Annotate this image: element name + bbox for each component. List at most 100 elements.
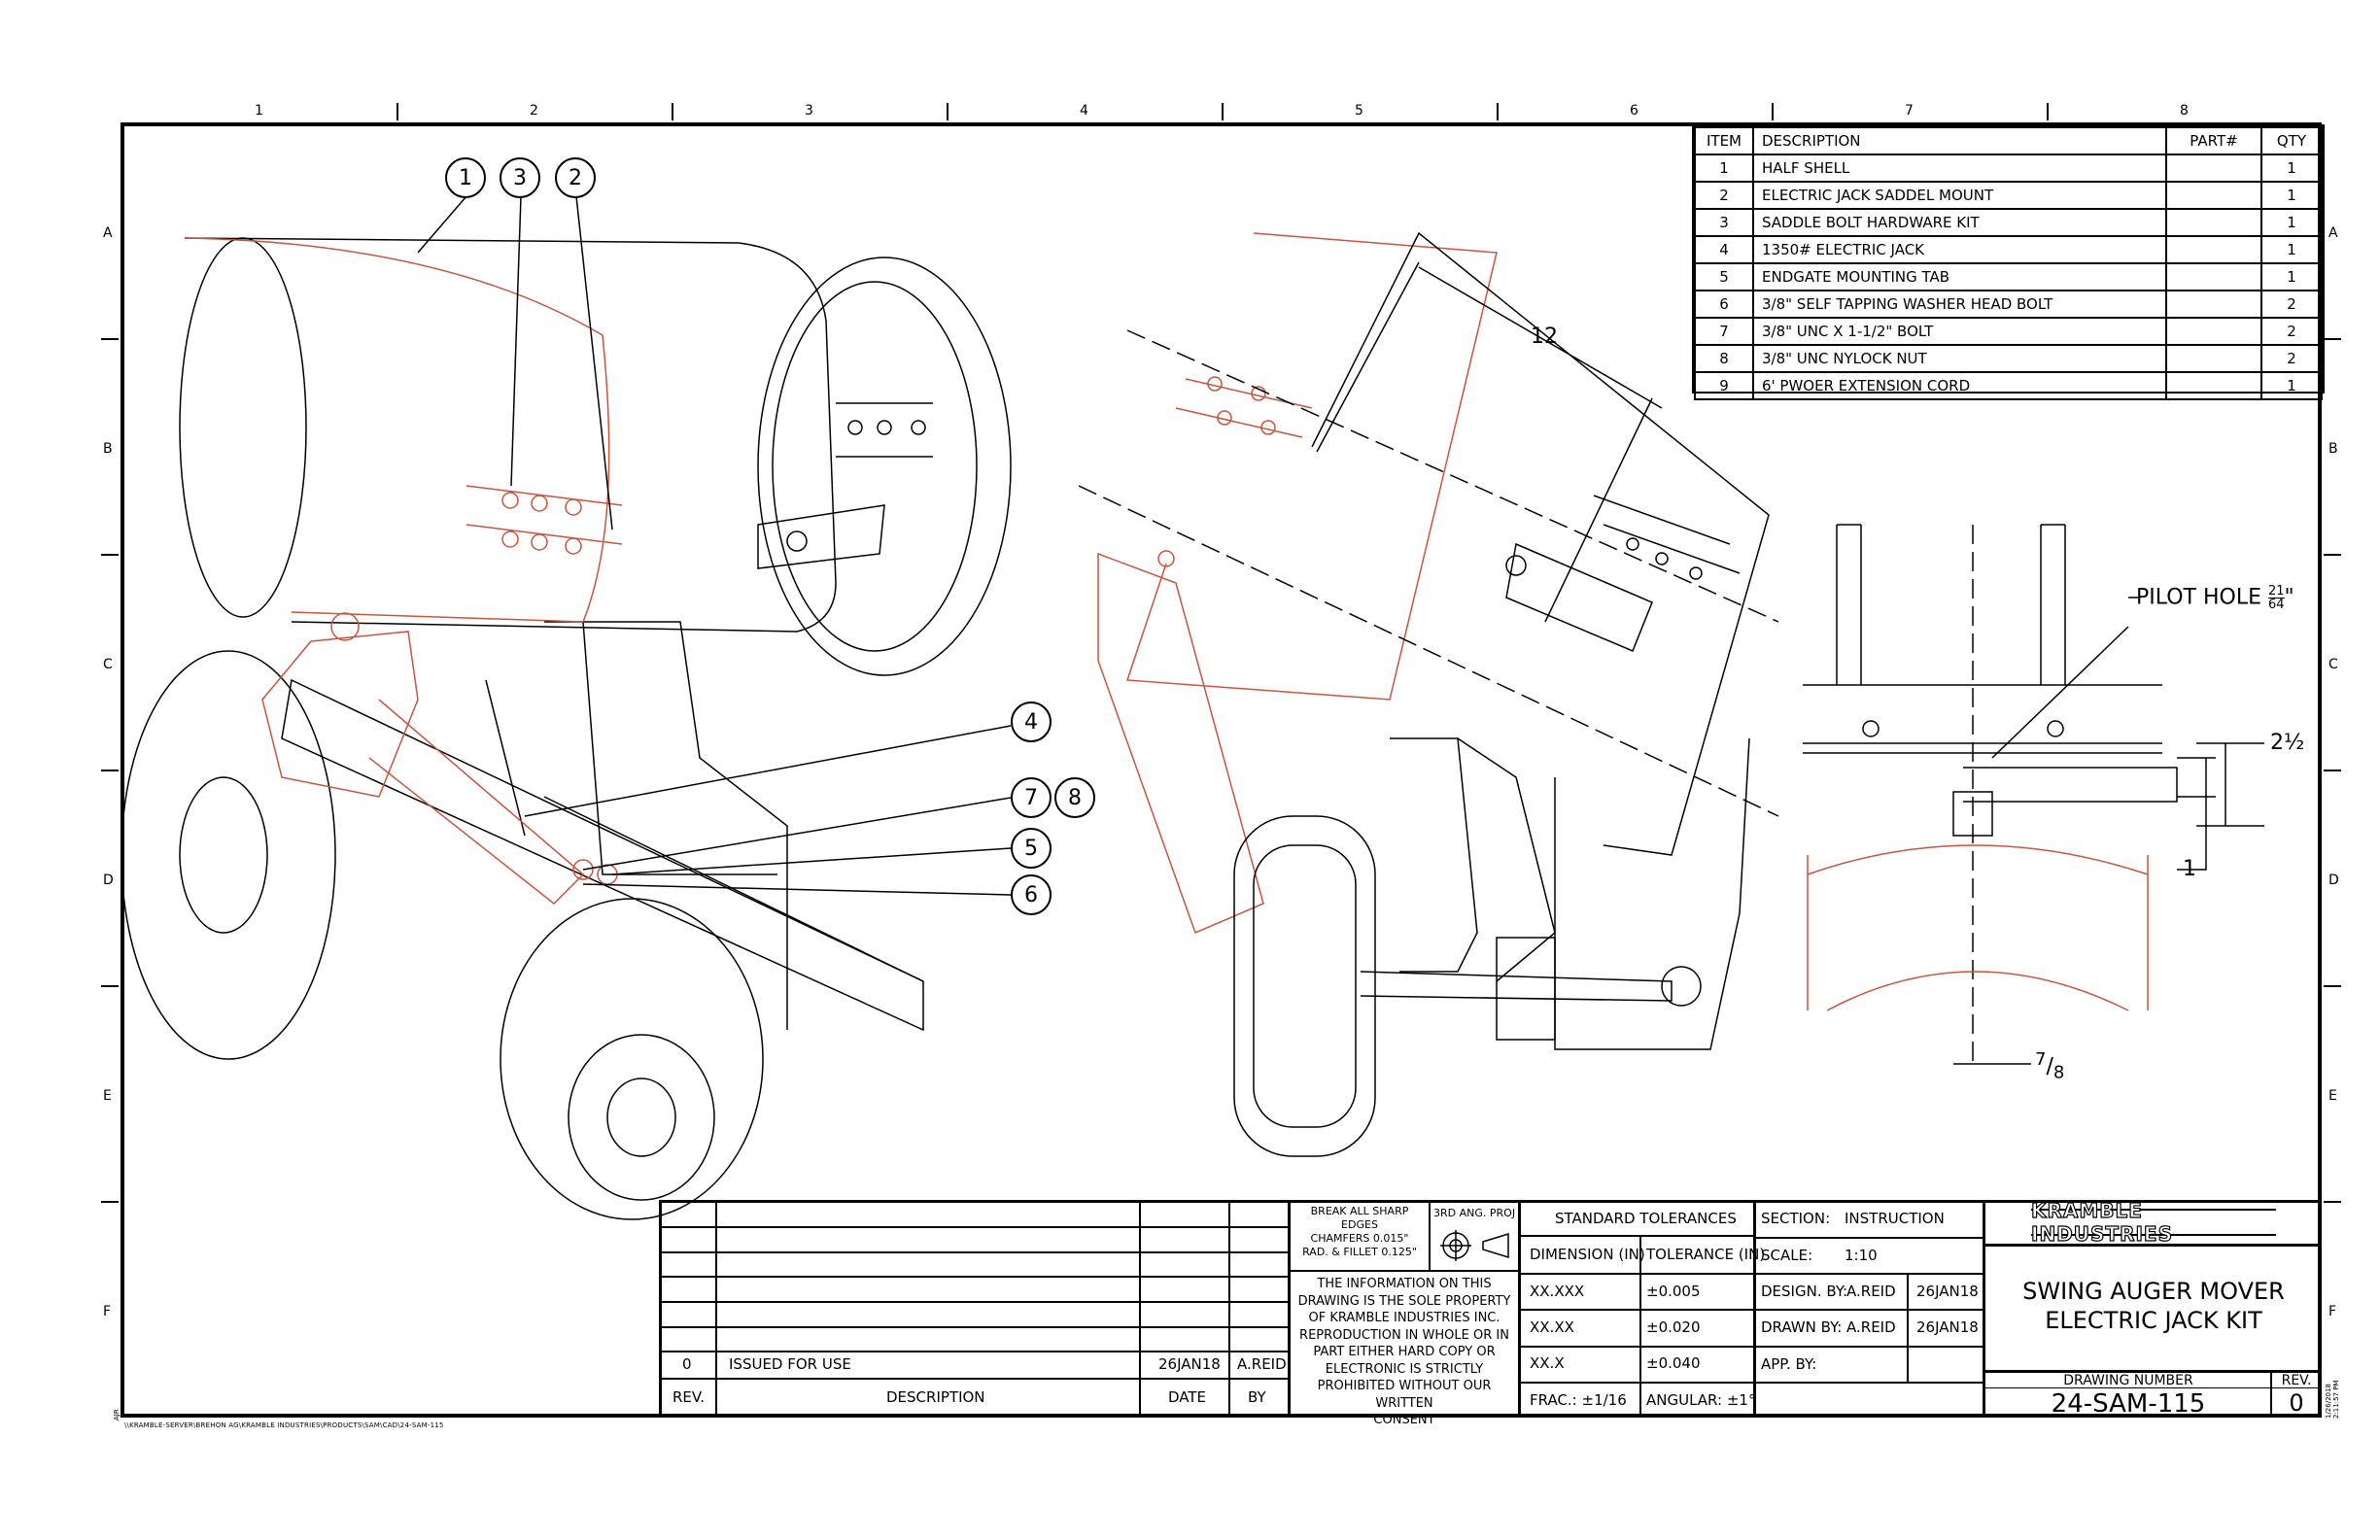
drawn-by-value: A.REID <box>1846 1318 1896 1336</box>
bom-qty: 1 <box>2260 262 2323 291</box>
proprietary-line: DRAWING IS THE SOLE PROPERTY <box>1297 1293 1511 1309</box>
bom-item: 8 <box>1694 344 1754 373</box>
pilot-hole-frac-num: 21 <box>2268 584 2285 599</box>
dim-7-8-label: 7/8 <box>2035 1049 2065 1083</box>
section-value: INSTRUCTION <box>1845 1210 1945 1227</box>
dim-7-8-num: 7 <box>2035 1049 2047 1070</box>
zone-col-8: 8 <box>2180 103 2189 119</box>
zone-col-1: 1 <box>255 103 263 119</box>
revision-header-by: BY <box>1248 1388 1266 1406</box>
bom-part <box>2165 317 2262 346</box>
file-path: \\KRAMBLE-SERVER\BREHON AG\KRAMBLE INDUS… <box>124 1421 444 1429</box>
bom-description: ELECTRIC JACK SADDEL MOUNT <box>1752 181 2167 210</box>
zone-col-6: 6 <box>1630 103 1638 119</box>
zone-col-3: 3 <box>805 103 813 119</box>
tolerance-dim: XX.X <box>1530 1354 1565 1372</box>
auger-flange <box>757 257 1012 676</box>
revision-by: A.REID <box>1237 1355 1287 1373</box>
zone-row-d-left: D <box>103 873 114 888</box>
design-by-value: A.REID <box>1846 1283 1896 1300</box>
balloon-8: 8 <box>1054 777 1095 818</box>
bom-header: ITEM DESCRIPTION PART# QTY <box>1694 126 2323 155</box>
design-by-label: DESIGN. BY: <box>1761 1283 1848 1300</box>
bom-qty: 1 <box>2260 371 2323 400</box>
zone-row-d-right: D <box>2328 873 2339 888</box>
drawn-date: 26JAN18 <box>1916 1318 1979 1336</box>
bom-item: 5 <box>1694 262 1754 291</box>
auger-tube-section <box>1311 231 1770 856</box>
revision-description: ISSUED FOR USE <box>729 1355 851 1373</box>
zone-row-c-right: C <box>2328 657 2338 672</box>
bom-description: 3/8" UNC NYLOCK NUT <box>1752 344 2167 373</box>
bom-description: HALF SHELL <box>1752 154 2167 183</box>
proprietary-notice: THE INFORMATION ON THIS DRAWING IS THE S… <box>1291 1276 1518 1429</box>
revision-header-date: DATE <box>1168 1388 1207 1406</box>
bom-part <box>2165 344 2262 373</box>
bom-description: 3/8" UNC X 1-1/2" BOLT <box>1752 317 2167 346</box>
electric-jack <box>261 631 419 798</box>
proprietary-line: CONSENT <box>1373 1413 1435 1427</box>
balloon-5: 5 <box>1011 828 1052 869</box>
dim-7-8-den: 8 <box>2052 1062 2065 1083</box>
tolerance-value: ±0.040 <box>1646 1354 1701 1372</box>
drawn-by-label: DRAWN BY: <box>1761 1318 1843 1336</box>
balloon-3: 3 <box>500 157 540 198</box>
bom-header-qty: QTY <box>2260 126 2323 155</box>
auger-tube-end <box>179 237 307 618</box>
drawing-title-line-1: SWING AUGER MOVER <box>2022 1278 2285 1305</box>
bom-description: SADDLE BOLT HARDWARE KIT <box>1752 208 2167 237</box>
bom-qty: 2 <box>2260 317 2323 346</box>
pilot-hole-unit: " <box>2284 585 2294 610</box>
bom-part <box>2165 181 2262 210</box>
tolerance-angular: ANGULAR: ±1° <box>1646 1391 1756 1409</box>
company-logo: KRAMBLE INDUSTRIES <box>2030 1198 2276 1247</box>
proprietary-line: REPRODUCTION IN WHOLE OR IN <box>1299 1327 1509 1343</box>
bom-description: 3/8" SELF TAPPING WASHER HEAD BOLT <box>1752 290 2167 319</box>
bom-part <box>2165 154 2262 183</box>
projection-label: 3RD ANG. PROJ <box>1433 1207 1516 1219</box>
dim-12-label: 12 <box>1531 325 1558 349</box>
bom-part <box>2165 290 2262 319</box>
bom-description: ENDGATE MOUNTING TAB <box>1752 262 2167 291</box>
bom-qty: 2 <box>2260 344 2323 373</box>
revision-date: 26JAN18 <box>1158 1355 1221 1373</box>
balloon-7: 7 <box>1011 777 1052 818</box>
balloon-2: 2 <box>555 157 596 198</box>
zone-row-c-left: C <box>103 657 113 672</box>
rev-label: REV. <box>2281 1373 2312 1388</box>
section-label: SECTION: <box>1761 1210 1831 1227</box>
plot-stamp: 1/26/2018 2:11:57 PM <box>2325 1380 2340 1419</box>
scale-value: 1:10 <box>1845 1247 1878 1264</box>
tolerance-dim: XX.XXX <box>1530 1283 1585 1300</box>
drawing-number: 24-SAM-115 <box>2051 1389 2206 1419</box>
drawing-number-label: DRAWING NUMBER <box>2063 1373 2193 1388</box>
bom-description: 6' PWOER EXTENSION CORD <box>1752 371 2167 400</box>
edge-note-line: BREAK ALL SHARP <box>1310 1205 1409 1217</box>
zone-col-7: 7 <box>1905 103 1914 119</box>
third-angle-projection-icon <box>1440 1230 1509 1261</box>
revision-header-rev: REV. <box>673 1388 705 1406</box>
pilot-hole-frac-den: 64 <box>2268 598 2285 612</box>
bom-part <box>2165 235 2262 264</box>
drawing-title-line-2: ELECTRIC JACK KIT <box>2045 1307 2262 1334</box>
approved-by-label: APP. BY: <box>1761 1355 1817 1373</box>
bom-item: 6 <box>1694 290 1754 319</box>
proprietary-line: OF KRAMBLE INDUSTRIES INC. <box>1308 1311 1500 1325</box>
bom-item: 1 <box>1694 154 1754 183</box>
dim-2-5-label: 2½ <box>2270 731 2305 755</box>
proprietary-line: PROHIBITED WITHOUT OUR WRITTEN <box>1317 1379 1492 1411</box>
bom-item: 7 <box>1694 317 1754 346</box>
bom-item: 3 <box>1694 208 1754 237</box>
tolerances-tol-header: TOLERANCE (IN) <box>1646 1246 1766 1263</box>
left-wheel-front <box>500 898 764 1220</box>
edge-note-line: CHAMFERS 0.015" <box>1310 1232 1409 1245</box>
bom-item: 9 <box>1694 371 1754 400</box>
company-name: KRAMBLE INDUSTRIES <box>2030 1198 2173 1246</box>
zone-row-e-left: E <box>103 1088 112 1104</box>
